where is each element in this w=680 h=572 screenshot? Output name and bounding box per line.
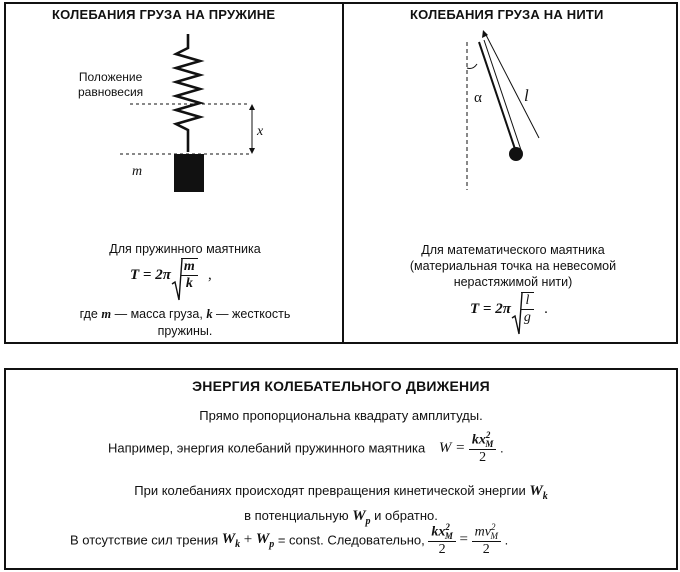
pendulum-bob (509, 147, 523, 161)
energy-title: ЭНЕРГИЯ КОЛЕБАТЕЛЬНОГО ДВИЖЕНИЯ (192, 378, 490, 394)
length-label: l (524, 86, 529, 105)
energy-line2: Например, энергия колебаний пружинного м… (108, 430, 504, 466)
energy-line3: При колебаниях происходят превращения ки… (134, 483, 548, 527)
thread-pendulum-diagram (466, 30, 540, 190)
energy-frame (4, 368, 678, 570)
m-label: m (132, 164, 143, 179)
mass-block (174, 154, 204, 192)
top-frame (4, 2, 678, 344)
spring-coil (171, 34, 205, 152)
spring-caption: Для пружинного маятника (109, 242, 261, 256)
spring-panel-title: КОЛЕБАНИЯ ГРУЗА НА ПРУЖИНЕ (52, 7, 276, 22)
pendulum-formula: T = 2π l g . (470, 292, 548, 335)
energy-line1: Прямо пропорциональна квадрату амплитуды… (199, 408, 483, 423)
spring-pendulum-diagram (120, 34, 255, 192)
pendulum-caption: Для математического маятника (материальн… (409, 243, 617, 289)
alpha-label: α (474, 90, 482, 106)
top-divider (342, 2, 344, 344)
x-label: x (257, 124, 264, 139)
pendulum-string (478, 41, 517, 153)
energy-line4: В отсутствие сил трения Wk + Wp = const.… (70, 522, 509, 558)
spring-formula: T = 2π m k , (130, 258, 212, 301)
equilibrium-label: Положение равновесия (78, 70, 144, 99)
pendulum-panel-title: КОЛЕБАНИЯ ГРУЗА НА НИТИ (410, 7, 604, 22)
spring-where-text: где m — масса груза, k — жесткость пружи… (79, 307, 291, 338)
